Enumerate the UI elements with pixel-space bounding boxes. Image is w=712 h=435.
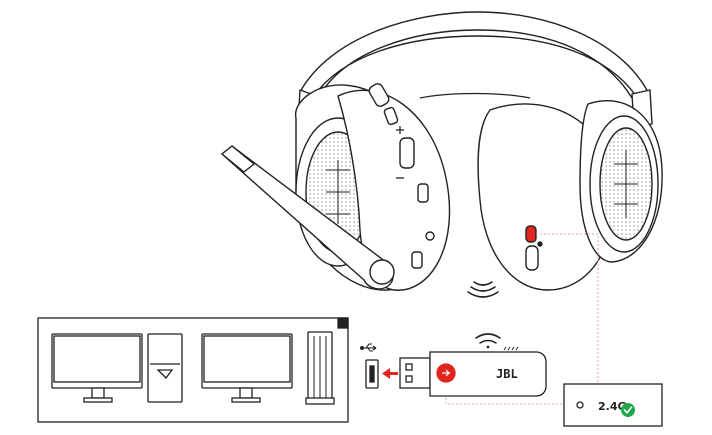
connect-button[interactable] xyxy=(525,225,537,243)
plus-minus-marks xyxy=(396,126,404,179)
base-station xyxy=(563,383,663,427)
wireless-icon xyxy=(467,281,499,298)
monitor-left xyxy=(51,333,143,403)
console-tower xyxy=(305,331,335,405)
mic-jack xyxy=(425,231,435,241)
headband-pad xyxy=(419,92,531,99)
usb-port xyxy=(365,359,379,389)
headband xyxy=(299,11,649,99)
left-cup-controls xyxy=(367,82,435,269)
mic-mute-button[interactable] xyxy=(417,183,429,203)
game-chat-dial[interactable] xyxy=(367,82,390,108)
headband-inner xyxy=(313,35,637,97)
connector-line xyxy=(536,233,599,384)
usb-icon xyxy=(360,343,377,352)
check-icon xyxy=(621,403,635,417)
status-led xyxy=(537,241,543,247)
right-cushion xyxy=(477,103,614,291)
dongle-brand: JBL xyxy=(496,367,518,381)
boom-mic-pivot xyxy=(369,259,395,285)
volume-wheel[interactable] xyxy=(399,137,415,169)
pc-setup xyxy=(37,317,379,423)
band-label: 2.4G xyxy=(598,400,627,413)
usb-c-port xyxy=(411,251,423,269)
insert-arrow xyxy=(382,368,398,379)
dongle-body xyxy=(429,351,547,397)
right-logo-mark xyxy=(614,150,638,218)
power-switch[interactable] xyxy=(525,245,539,271)
boom-mic-tip xyxy=(221,145,255,173)
headset xyxy=(221,11,663,291)
dongle-wireless-icon xyxy=(475,333,501,349)
left-cushion xyxy=(337,89,451,291)
dongle-plug xyxy=(399,357,431,389)
left-logo-mark xyxy=(326,160,350,224)
monitor-right xyxy=(201,333,293,403)
pc-tower-left xyxy=(147,333,183,403)
mode-switch[interactable] xyxy=(383,106,399,126)
base-station-indicator xyxy=(576,401,584,409)
usb-dongle xyxy=(399,346,547,397)
frame-corner-tab xyxy=(337,317,349,329)
right-cup-controls xyxy=(525,225,543,271)
